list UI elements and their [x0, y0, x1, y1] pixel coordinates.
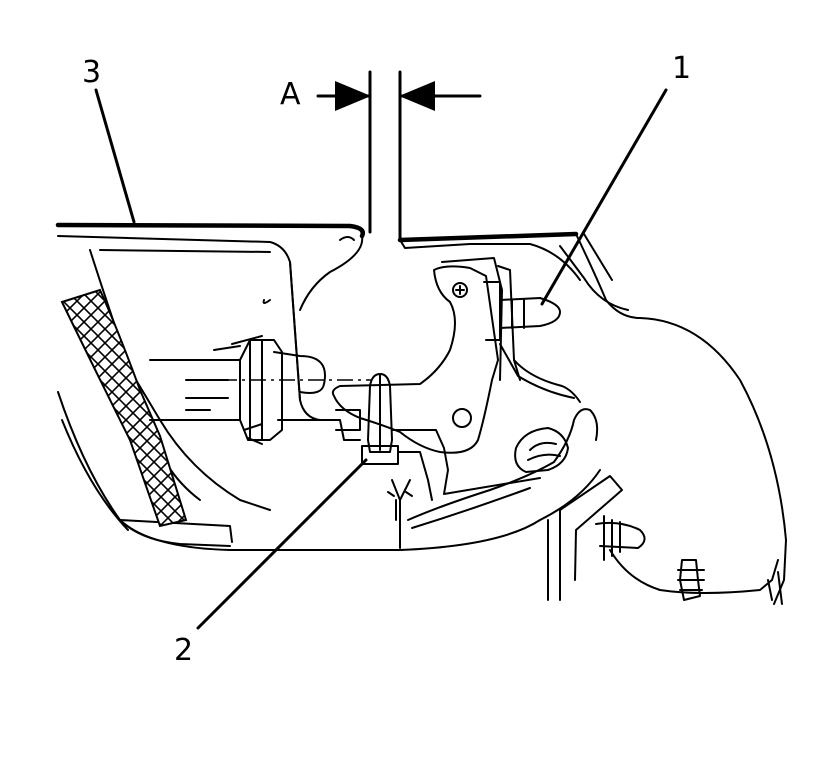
callout-a-label: A — [280, 77, 301, 112]
leader-line-2 — [196, 458, 368, 630]
mounting-plate — [331, 257, 503, 454]
insulation-pad — [60, 288, 188, 528]
callout-1-label: 1 — [672, 51, 691, 86]
trim-panel — [55, 222, 787, 605]
dimension-a-indicator — [316, 70, 482, 240]
lower-cable-assembly — [547, 475, 783, 605]
callout-2-label: 2 — [174, 633, 193, 668]
leader-line-3 — [94, 88, 136, 224]
clip-fastener — [277, 373, 541, 501]
leader-line-1 — [540, 88, 668, 306]
wire-harness — [387, 408, 599, 549]
connector-assembly — [149, 335, 372, 445]
callout-3-label: 3 — [82, 55, 101, 90]
push-pin-retainer — [483, 265, 581, 403]
